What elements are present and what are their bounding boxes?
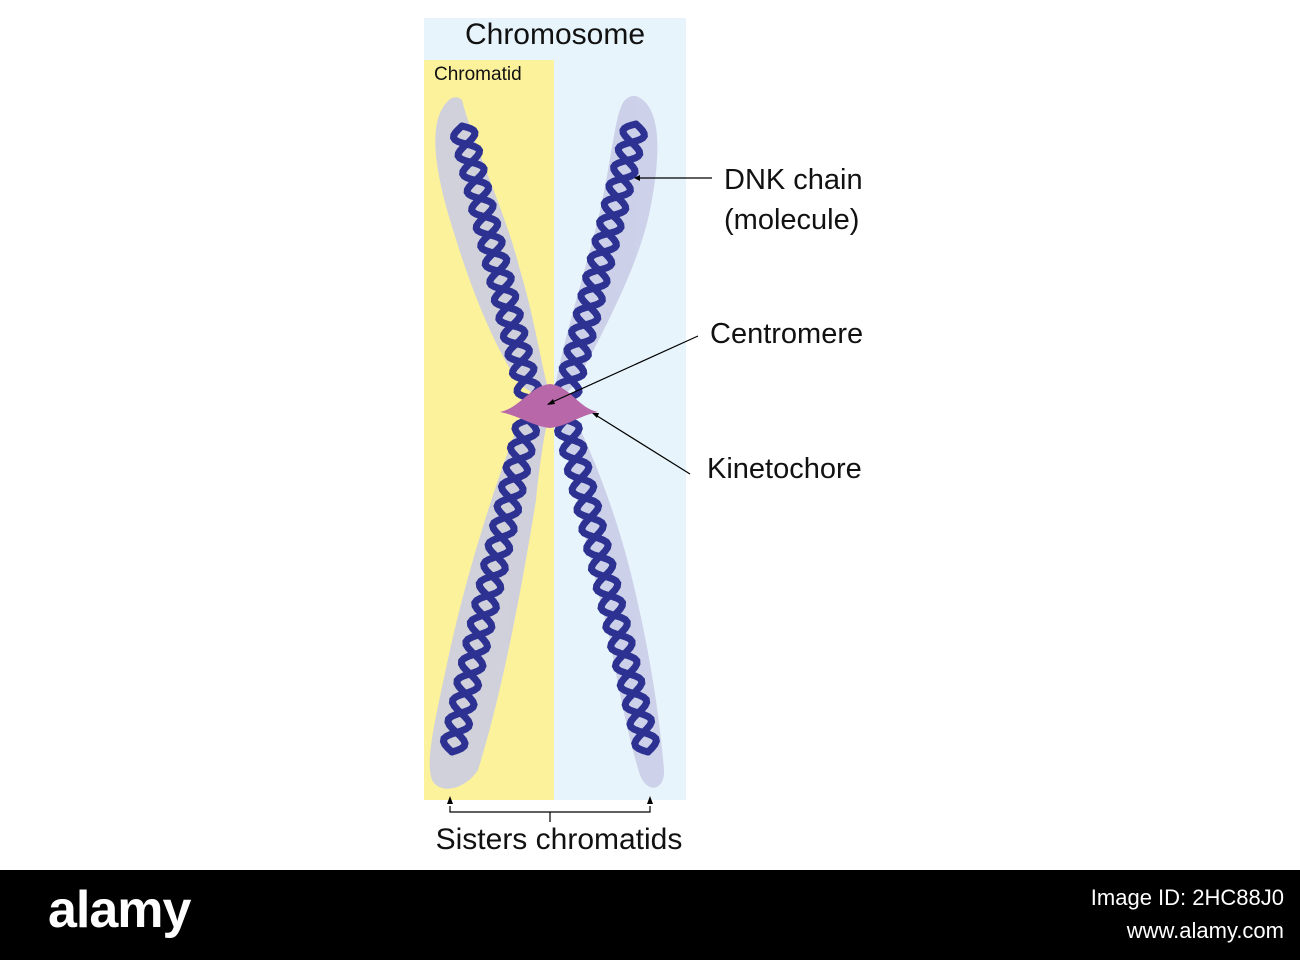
- alamy-logo: alamy: [48, 881, 191, 939]
- dna-strands: [439, 120, 660, 756]
- chromosome-diagram: [424, 18, 712, 822]
- left-upper-dna-strand-2: [454, 122, 542, 402]
- dnk-chain-line1: DNK chain: [724, 164, 863, 196]
- chromosome-title: Chromosome: [464, 18, 646, 51]
- sisters-bracket: [449, 806, 651, 813]
- watermark-footer: alamy Image ID: 2HC88J0 www.alamy.com: [0, 870, 1300, 960]
- sister-chromatids-label: Sisters chromatids: [435, 823, 683, 856]
- sisters-left-arrowhead: [447, 796, 453, 804]
- leader-lines: [449, 177, 712, 822]
- right-lower-dna-strand-2: [558, 416, 660, 756]
- site-url-text: www.alamy.com: [1126, 918, 1284, 943]
- chromatid-label: Chromatid: [434, 64, 522, 85]
- image-id-text: Image ID: 2HC88J0: [1090, 885, 1284, 910]
- centromere-leader-line: [547, 335, 699, 405]
- left-upper-dna-strand-1: [450, 122, 538, 402]
- right-upper-dna-strand-2: [558, 120, 648, 402]
- kinetochore-label: Kinetochore: [707, 453, 862, 485]
- left-lower-dna-strand-2: [444, 416, 541, 756]
- left-lower-dna-strand-1: [439, 416, 536, 756]
- kinetochore-leader-line: [593, 413, 691, 475]
- dnk-chain-line2: (molecule): [724, 204, 860, 236]
- sisters-right-arrowhead: [647, 796, 653, 804]
- right-lower-dna-strand-1: [554, 416, 656, 756]
- dnk-arrowhead: [634, 175, 640, 181]
- kinetochore-arrowhead: [592, 413, 599, 418]
- centromere-blob: [500, 384, 598, 428]
- dnk-chain-label: DNK chain (molecule): [724, 160, 863, 240]
- centromere-label: Centromere: [710, 318, 864, 350]
- centromere-arrowhead: [547, 399, 555, 405]
- arrowheads: [447, 175, 653, 804]
- right-upper-dna-strand-1: [554, 120, 644, 402]
